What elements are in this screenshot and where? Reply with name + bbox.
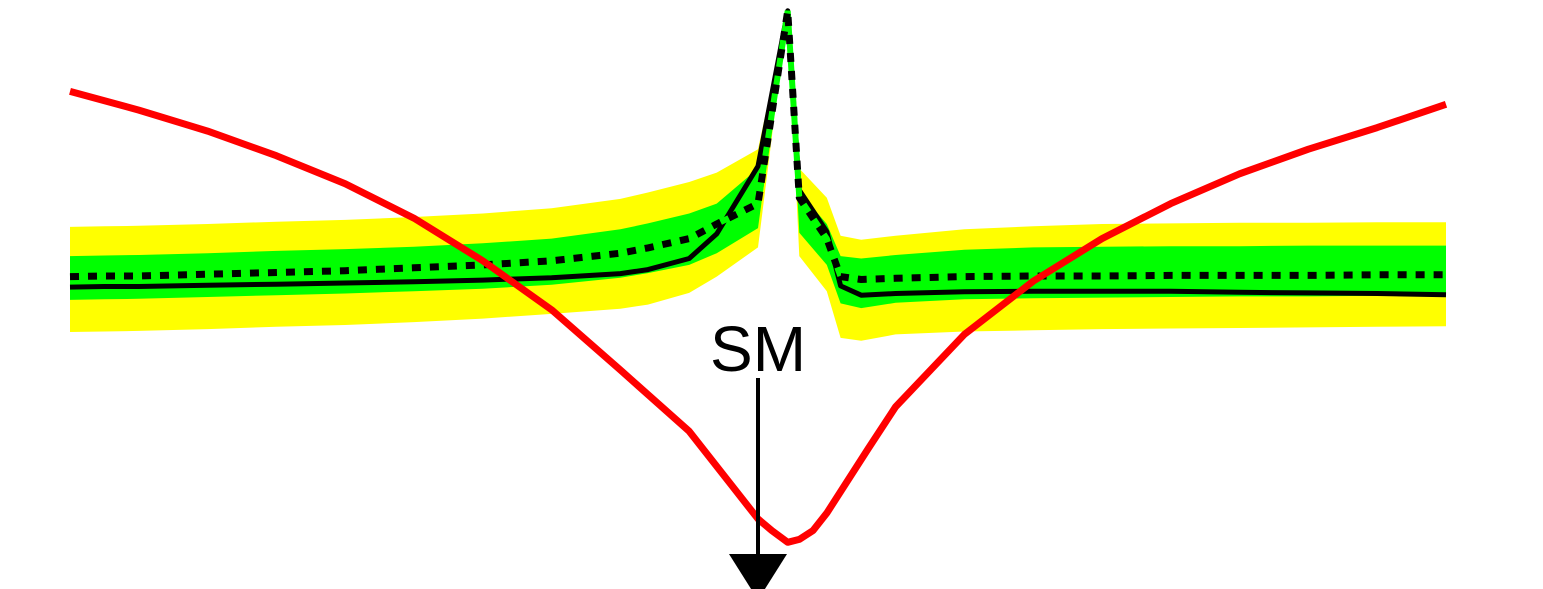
sm-annotation-arrow-head bbox=[729, 554, 787, 589]
sm-annotation-label: SM bbox=[710, 313, 806, 385]
series-line-solid-red bbox=[69, 88, 1448, 546]
annotation-group: SM bbox=[710, 313, 806, 589]
series-line-dotted-black bbox=[69, 7, 1446, 283]
series-group bbox=[69, 7, 1448, 546]
